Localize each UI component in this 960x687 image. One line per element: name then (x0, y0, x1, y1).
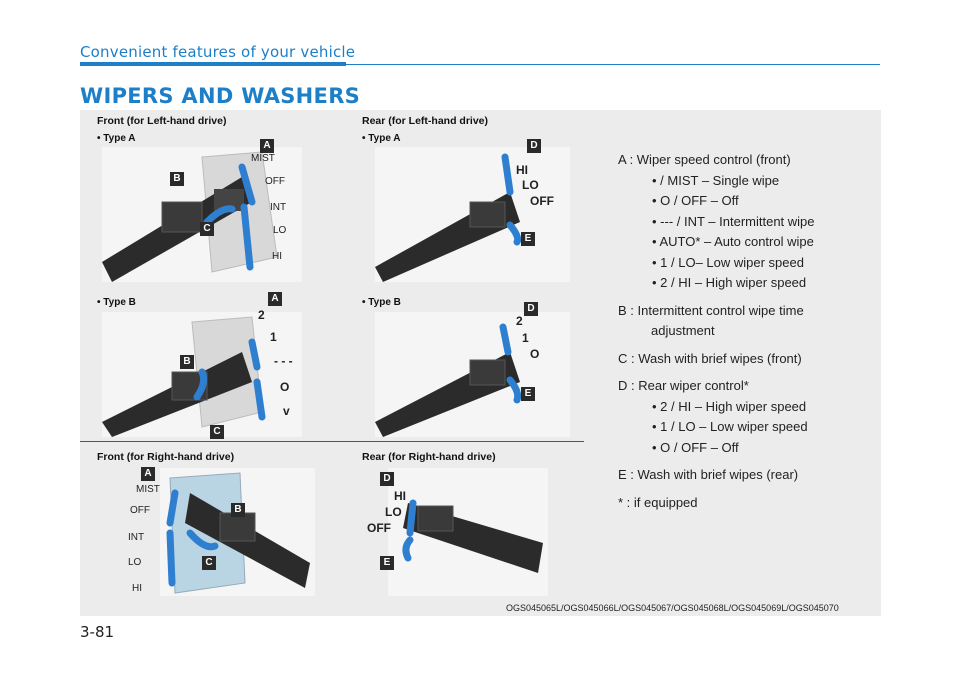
position-label: HI (132, 583, 142, 594)
badge-c: C (200, 222, 214, 236)
position-label: HI (394, 489, 406, 503)
badge-e: E (521, 232, 535, 246)
type-a-label-front: • Type A (97, 133, 136, 144)
type-b-label-front: • Type B (97, 297, 136, 308)
position-label: LO (385, 505, 402, 519)
rear-lhd-type-b-illustration (375, 312, 570, 437)
position-label: OFF (265, 176, 285, 187)
badge-d: D (524, 302, 538, 316)
badge-a: A (260, 139, 274, 153)
position-label: O (530, 347, 540, 361)
badge-b: B (180, 355, 194, 369)
badge-a: A (268, 292, 282, 306)
type-b-label-rear: • Type B (362, 297, 401, 308)
front-lhd-type-b-illustration (102, 312, 302, 437)
badge-e: E (521, 387, 535, 401)
legend-item: • O / OFF – Off (652, 439, 739, 455)
badge-c: C (210, 425, 224, 439)
front-rhd-illustration (160, 468, 315, 596)
position-label: 2 (516, 314, 523, 328)
legend-item: • 1 / LO – Low wiper speed (652, 419, 808, 434)
legend: A : Wiper speed control (front) • / MIST… (618, 150, 868, 513)
page-number: 3-81 (80, 623, 115, 641)
image-codes: OGS045065L/OGS045066L/OGS045067/OGS04506… (506, 603, 839, 613)
figure-divider (80, 441, 584, 442)
caption-rear-lhd: Rear (for Left-hand drive) (362, 115, 489, 127)
position-label: OFF (530, 194, 554, 208)
legend-item: • O / OFF – Off (652, 193, 739, 208)
legend-item: • --- / INT – Intermittent wipe (652, 213, 815, 229)
badge-c: C (202, 556, 216, 570)
badge-a: A (141, 467, 155, 481)
rear-rhd-illustration (388, 468, 548, 596)
position-label: 1 (270, 330, 277, 344)
badge-b: B (231, 503, 245, 517)
position-label: INT (128, 532, 145, 543)
caption-front-lhd: Front (for Left-hand drive) (97, 115, 227, 127)
badge-e: E (380, 556, 394, 570)
legend-e-head: E : Wash with brief wipes (rear) (618, 467, 799, 482)
legend-item: • 2 / HI – High wiper speed (652, 275, 807, 290)
position-label: O (280, 380, 290, 394)
badge-d: D (380, 472, 394, 486)
legend-item: • 1 / LO– Low wiper speed (652, 254, 804, 270)
position-label: 2 (258, 308, 265, 322)
position-label: HI (272, 251, 282, 262)
type-a-label-rear: • Type A (362, 133, 401, 144)
page-title: WIPERS AND WASHERS (80, 84, 361, 108)
position-label: - - - (274, 354, 293, 368)
legend-footnote: * : if equipped (618, 494, 698, 510)
position-label: LO (273, 225, 287, 236)
position-label: LO (522, 178, 539, 192)
legend-a-head: A : Wiper speed control (front) (618, 152, 791, 167)
front-lhd-type-a-illustration (102, 147, 302, 282)
position-label: HI (516, 163, 528, 177)
position-label: INT (270, 202, 287, 213)
position-label: MIST (136, 484, 160, 495)
section-header: Convenient features of your vehicle (80, 43, 356, 61)
header-rule (80, 62, 346, 66)
legend-b-cont: adjustment (651, 323, 715, 338)
position-label: OFF (367, 521, 391, 535)
caption-rear-rhd: Rear (for Right-hand drive) (362, 451, 496, 463)
legend-item: • 2 / HI – High wiper speed (652, 398, 807, 414)
legend-item: • AUTO* – Auto control wipe (652, 234, 814, 249)
legend-d-head: D : Rear wiper control* (618, 378, 749, 393)
position-label: LO (128, 557, 142, 568)
rear-lhd-type-a-illustration (375, 147, 570, 282)
position-label: v (283, 404, 290, 418)
position-label: MIST (251, 153, 275, 164)
caption-front-rhd: Front (for Right-hand drive) (97, 451, 235, 463)
position-label: 1 (522, 331, 529, 345)
legend-c-head: C : Wash with brief wipes (front) (618, 350, 802, 366)
legend-b-head: B : Intermittent control wipe time (618, 302, 804, 318)
legend-item: • / MIST – Single wipe (652, 172, 780, 188)
header-rule-line (346, 64, 880, 65)
position-label: OFF (130, 505, 150, 516)
badge-b: B (170, 172, 184, 186)
badge-d: D (527, 139, 541, 153)
